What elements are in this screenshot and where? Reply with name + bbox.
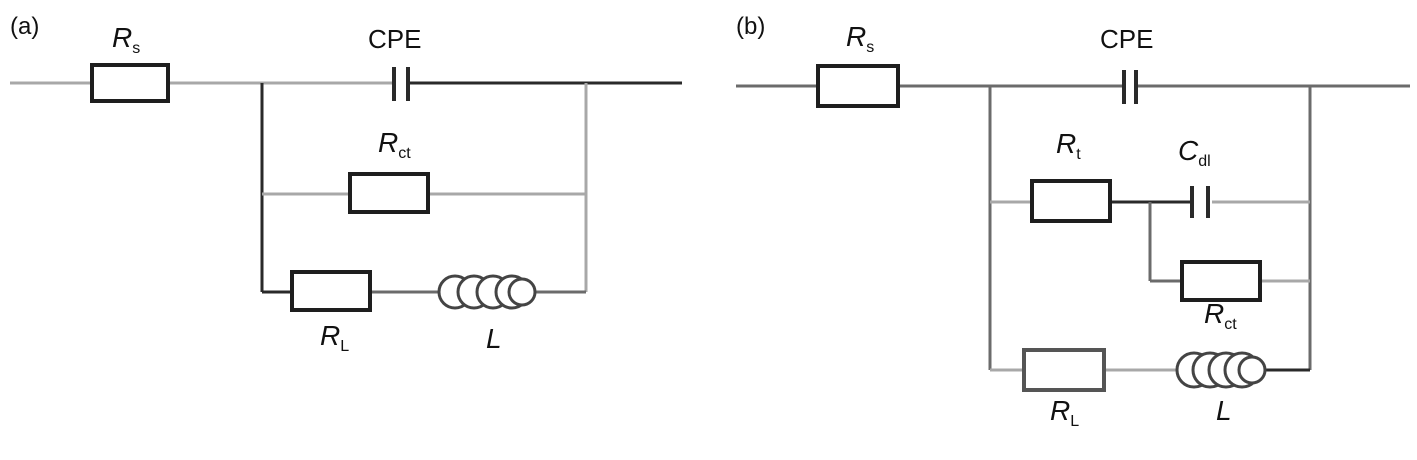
panel-b-rl-resistor bbox=[1022, 348, 1106, 392]
panel-a-label: (a) bbox=[10, 13, 39, 40]
panel-b-cdl-capacitor bbox=[1190, 186, 1210, 218]
panel-b-label: (b) bbox=[736, 13, 765, 40]
panel-a-rs-resistor bbox=[90, 63, 170, 103]
panel-a-cpe-element bbox=[392, 67, 410, 101]
panel-a-cpe-label: CPE bbox=[368, 24, 421, 54]
panel-b-rs-label: Rs bbox=[846, 21, 874, 56]
panel-b-rct-label: Rct bbox=[1204, 298, 1237, 333]
panel-b-l-label: L bbox=[1216, 395, 1232, 426]
panel-a-rl-label: RL bbox=[320, 320, 349, 355]
panel-b-wires bbox=[736, 84, 1410, 372]
panel-b-cpe-label: CPE bbox=[1100, 24, 1153, 54]
panel-b-rl-label: RL bbox=[1050, 395, 1079, 430]
panel-b-rct-resistor bbox=[1180, 260, 1262, 302]
panel-b-rt-resistor bbox=[1030, 179, 1112, 223]
panel-a-rct-label: Rct bbox=[378, 127, 411, 162]
panel-b-rt-label: Rt bbox=[1056, 128, 1081, 163]
panel-b-cpe-element bbox=[1122, 70, 1138, 104]
panel-a-inductor bbox=[437, 274, 537, 310]
panel-b-inductor bbox=[1175, 351, 1267, 389]
panel-a-rl-resistor bbox=[290, 270, 372, 312]
panel-a-wires bbox=[10, 81, 682, 294]
panel-a-rct-resistor bbox=[348, 172, 430, 214]
panel-a-l-label: L bbox=[486, 323, 502, 354]
panel-b-rs-resistor bbox=[816, 64, 900, 108]
panel-a-rs-label: Rs bbox=[112, 22, 140, 57]
panel-a: (a) Rs CPE Rct RL bbox=[10, 13, 682, 355]
panel-b: (b) Rs CPE Rt bbox=[736, 13, 1410, 430]
panel-b-cdl-label: Cdl bbox=[1178, 135, 1211, 170]
